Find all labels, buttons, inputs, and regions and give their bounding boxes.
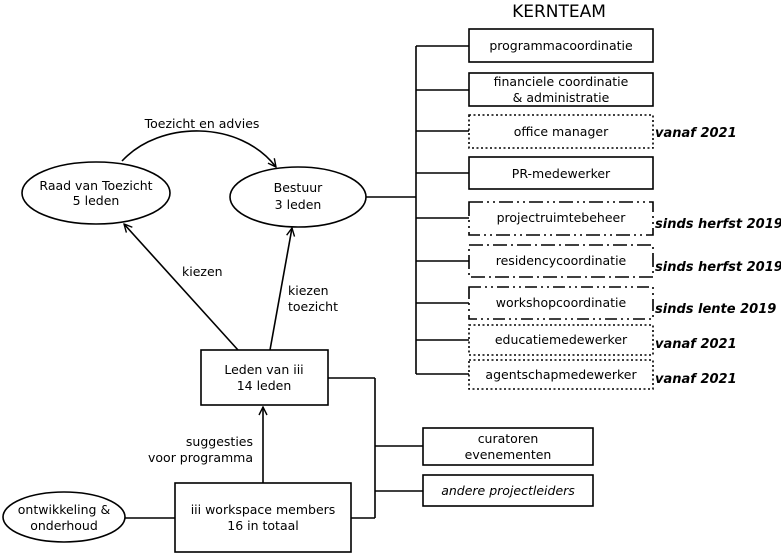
suggesties-line2: voor programma bbox=[148, 450, 253, 465]
role-note: sinds lente 2019 bbox=[655, 302, 776, 317]
kiezen-toezicht-arrow: kiezen toezicht bbox=[269, 228, 338, 351]
role-agentschapmedewerker: agentschapmedewerker vanaf 2021 bbox=[468, 359, 737, 390]
kiezen-arrow: kiezen bbox=[124, 224, 239, 351]
andere-label: andere projectleiders bbox=[441, 483, 575, 498]
kiezen-toezicht-line1: kiezen bbox=[288, 283, 329, 298]
role-label-line2: & administratie bbox=[513, 90, 610, 105]
role-pr-medewerker: PR-medewerker bbox=[468, 156, 654, 190]
role-note: vanaf 2021 bbox=[655, 337, 737, 352]
leden-node: Leden van iii 14 leden bbox=[200, 349, 329, 406]
workspace-line2: 16 in totaal bbox=[227, 518, 299, 533]
role-programmacoordinatie: programmacoordinatie bbox=[468, 28, 654, 63]
kernteam-title: KERNTEAM bbox=[512, 2, 606, 22]
role-projectruimtebeheer: projectruimtebeheer sinds herfst 2019 bbox=[468, 201, 781, 236]
bestuur-node: Bestuur 3 leden bbox=[229, 166, 367, 228]
role-note: vanaf 2021 bbox=[655, 126, 737, 141]
role-financiele-coordinatie: financiele coordinatie & administratie bbox=[468, 72, 654, 107]
curatoren-line2: evenementen bbox=[465, 447, 552, 462]
kernteam-connectors bbox=[366, 45, 469, 375]
role-label: agentschapmedewerker bbox=[485, 367, 637, 382]
role-workshopcoordinatie: workshopcoordinatie sinds lente 2019 bbox=[468, 286, 776, 320]
role-label: educatiemedewerker bbox=[495, 332, 628, 347]
role-andere-projectleiders: andere projectleiders bbox=[422, 474, 594, 507]
toezicht-arrow: Toezicht en advies bbox=[121, 116, 276, 167]
role-label: office manager bbox=[514, 124, 609, 139]
bestuur-line1: Bestuur bbox=[274, 180, 324, 195]
raad-line1: Raad van Toezicht bbox=[39, 178, 152, 193]
leden-line2: 14 leden bbox=[237, 378, 292, 393]
kiezen-toezicht-line2: toezicht bbox=[288, 299, 338, 314]
side-connectors bbox=[328, 377, 423, 519]
toezicht-label: Toezicht en advies bbox=[144, 116, 260, 131]
role-label: residencycoordinatie bbox=[496, 253, 627, 268]
role-label-line1: financiele coordinatie bbox=[494, 74, 629, 89]
raad-van-toezicht-node: Raad van Toezicht 5 leden bbox=[21, 161, 171, 225]
role-label: projectruimtebeheer bbox=[497, 210, 627, 225]
ontwikkeling-node: ontwikkeling & onderhoud bbox=[2, 491, 175, 543]
workspace-node: iii workspace members 16 in totaal bbox=[174, 482, 352, 553]
raad-line2: 5 leden bbox=[73, 193, 120, 208]
suggesties-line1: suggesties bbox=[186, 434, 253, 449]
role-label: programmacoordinatie bbox=[489, 38, 633, 53]
role-note: sinds herfst 2019 bbox=[655, 217, 781, 232]
leden-line1: Leden van iii bbox=[224, 362, 303, 377]
role-label: workshopcoordinatie bbox=[496, 295, 627, 310]
role-note: sinds herfst 2019 bbox=[655, 260, 781, 275]
kiezen-label: kiezen bbox=[182, 264, 223, 279]
workspace-line1: iii workspace members bbox=[191, 502, 336, 517]
role-office-manager: office manager vanaf 2021 bbox=[468, 114, 737, 149]
curatoren-line1: curatoren bbox=[478, 431, 539, 446]
role-residencycoordinatie: residencycoordinatie sinds herfst 2019 bbox=[468, 244, 781, 278]
ontwikkeling-line1: ontwikkeling & bbox=[18, 502, 111, 517]
role-label: PR-medewerker bbox=[512, 166, 611, 181]
role-note: vanaf 2021 bbox=[655, 372, 737, 387]
role-educatiemedewerker: educatiemedewerker vanaf 2021 bbox=[468, 324, 737, 356]
role-curatoren: curatoren evenementen bbox=[422, 427, 594, 466]
ontwikkeling-line2: onderhoud bbox=[30, 518, 98, 533]
bestuur-line2: 3 leden bbox=[275, 197, 322, 212]
suggesties-arrow: suggesties voor programma bbox=[148, 407, 263, 483]
